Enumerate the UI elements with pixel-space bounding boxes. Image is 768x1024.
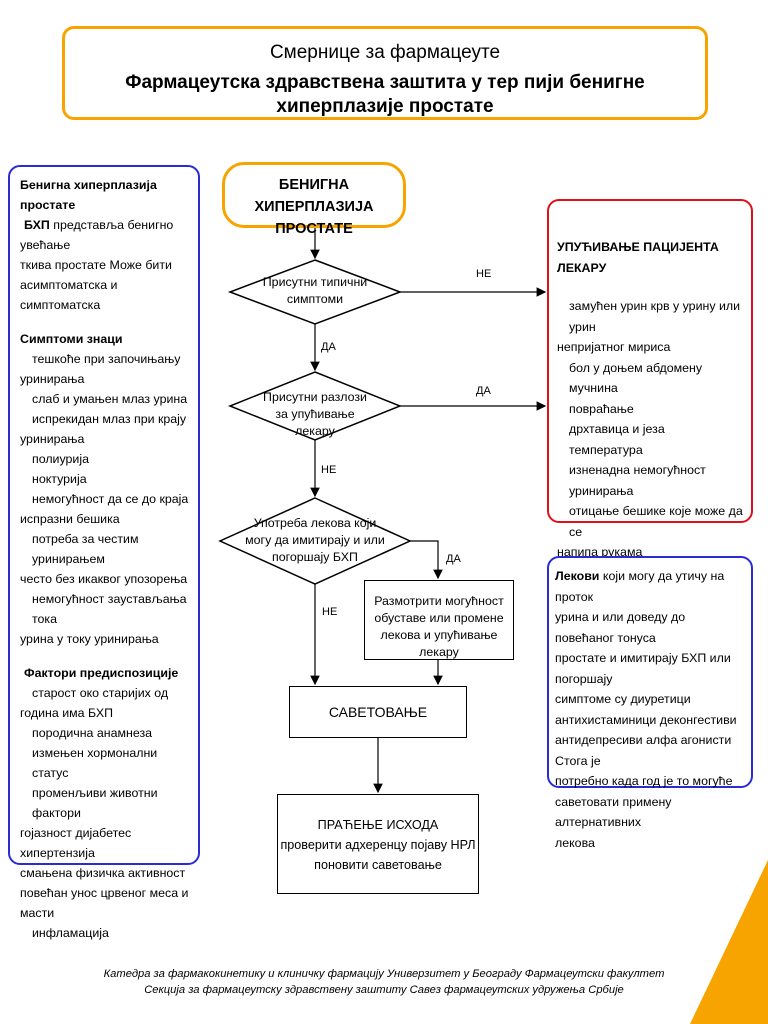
counsel-label: САВЕТОВАЊЕ xyxy=(328,704,428,720)
referral-line: отицање бешике које може да се xyxy=(569,504,743,539)
counsel-box: САВЕТОВАЊЕ xyxy=(289,686,467,738)
factor-line: старост око старијих од xyxy=(32,686,169,700)
referral-list: замућен урин крв у урину или урин неприја… xyxy=(557,296,745,563)
symptom-line: потреба за честим уринирањем xyxy=(32,532,139,566)
outcome-title: ПРАЋЕЊЕ ИСХОДА xyxy=(317,818,439,832)
symptom-line: испразни бешика xyxy=(20,512,120,526)
symptom-line: уринирања xyxy=(20,372,85,386)
drugs-list: урина и или доведу до повећаног тонуса пр… xyxy=(555,607,745,853)
drugs-line: саветовати примену алтернативних xyxy=(555,794,672,830)
decision1-text: Присутни типични симптоми xyxy=(262,275,368,306)
factor-line: смањена физичка активност xyxy=(20,866,186,880)
symptom-line: урина у току уринирања xyxy=(20,632,159,646)
drugs-first-line: Лекови који могу да утичу на проток xyxy=(555,569,725,604)
label-yes-d3: ДА xyxy=(446,553,461,565)
symptom-line: често без икаквог упозорења xyxy=(20,572,188,586)
consider-box: Размотрити могућност обуставе или промен… xyxy=(364,580,514,660)
header-title: Фармацеутска здравствена заштита у тер п… xyxy=(125,72,645,117)
symptom-line: испрекидан млаз при крају xyxy=(32,412,187,426)
symptom-line: полиурија xyxy=(32,452,89,466)
referral-panel: УПУЋИВАЊЕ ПАЦИЈЕНТА ЛЕКАРУ замућен урин … xyxy=(547,199,753,559)
symptoms-heading: Симптоми знаци xyxy=(20,332,123,346)
flow-start: БЕНИГНА ХИПЕРПЛАЗИЈА ПРОСТАТЕ xyxy=(222,162,406,237)
corner-decoration xyxy=(690,860,768,1024)
symptom-line: уринирања xyxy=(20,432,85,446)
factor-line: гојазност дијабетес хипертензија xyxy=(20,826,132,860)
definition-line3: асимптоматска и симптоматска xyxy=(20,278,118,312)
outcome-box: ПРАЋЕЊЕ ИСХОДА проверити адхеренцу појав… xyxy=(277,794,479,894)
factors-heading: Фактори предиспозиције xyxy=(24,666,179,680)
referral-line: мучнина xyxy=(569,381,618,395)
definition-heading: Бенигна хиперплазија простате xyxy=(20,178,157,212)
referral-line: напипа рукама xyxy=(557,545,643,559)
factors-list: старост око старијих од година има БХП пор… xyxy=(20,683,192,943)
drugs-panel: Лекови који могу да утичу на проток урин… xyxy=(547,556,753,850)
factor-line: инфламација xyxy=(32,926,109,940)
decision3-text: Употреба лекова који могу да имитирају и… xyxy=(245,516,385,564)
header-subtitle: Смернице за фармацеуте xyxy=(269,42,501,63)
label-yes-d1: ДА xyxy=(321,341,336,353)
symptoms-list: тешкоће при започињању уринирања слаб и ум… xyxy=(20,349,192,649)
referral-line: повраћање xyxy=(569,401,634,416)
drugs-line: лекова xyxy=(555,835,595,850)
drugs-line: симптоме су диуретици xyxy=(555,692,691,706)
symptom-line: тешкоће при започињању xyxy=(32,352,181,366)
decision2-text: Присутни разлози за упућивање лекару xyxy=(263,390,367,438)
footer: Катедра за фармакокинетику и клиничку фа… xyxy=(0,966,768,998)
drugs-line: урина и или доведу до повећаног тонуса xyxy=(555,610,686,645)
factor-line: измењен хормонални статус xyxy=(32,746,158,780)
factor-line: породична анамнеза xyxy=(32,726,153,740)
drugs-line: простате и имитирају БХП или погоршају xyxy=(555,651,731,686)
arrow-d3-to-consider xyxy=(410,540,443,580)
label-no-d1: НЕ xyxy=(476,268,492,280)
referral-line: замућен урин крв у урину или урин xyxy=(569,299,741,334)
referral-line: непријатног мириса xyxy=(557,340,671,354)
label-no-d3: НЕ xyxy=(322,606,338,618)
info-panel-left: Бенигна хиперплазија простате БХП предст… xyxy=(8,165,200,940)
referral-line: изненадна немогућност уринирања xyxy=(569,463,706,498)
symptom-line: слаб и умањен млаз урина xyxy=(32,392,188,406)
referral-heading: УПУЋИВАЊЕ ПАЦИЈЕНТА ЛЕКАРУ xyxy=(557,240,719,275)
definition-line2: ткива простате Може бити xyxy=(20,258,172,272)
outcome-line2: поновити саветовање xyxy=(314,858,442,872)
footer-line1: Катедра за фармакокинетику и клиничку фа… xyxy=(103,968,665,980)
label-no-d2: НЕ xyxy=(321,464,337,476)
outcome-line1: проверити адхеренцу појаву НРЛ xyxy=(280,838,476,852)
factor-line: година има БХП xyxy=(20,706,113,720)
referral-line: бол у доњем абдомену xyxy=(569,360,703,375)
definition-text: БХП представља бенигно увећање xyxy=(20,218,174,252)
symptom-line: немогућност заустављања тока xyxy=(32,592,187,626)
symptom-line: ноктурија xyxy=(32,472,87,486)
symptom-line: немогућност да се до краја xyxy=(32,492,189,506)
factor-line: променљиви животни фактори xyxy=(32,786,158,820)
referral-line: дрхтавица и језа xyxy=(569,422,665,436)
drugs-line: антидепресиви алфа агонисти Стога је xyxy=(555,733,732,768)
footer-line2: Секција за фармацеутску здравствену зашт… xyxy=(144,984,624,996)
label-yes-d2: ДА xyxy=(476,385,491,397)
drugs-line: антихистаминици деконгестиви xyxy=(555,712,737,727)
factor-line: повећан унос црвеног меса и масти xyxy=(20,886,189,920)
drugs-line: потребно када год је то могуће xyxy=(555,774,733,788)
referral-line: температура xyxy=(569,442,643,457)
header-box: Смернице за фармацеуте Фармацеутска здра… xyxy=(62,26,708,120)
